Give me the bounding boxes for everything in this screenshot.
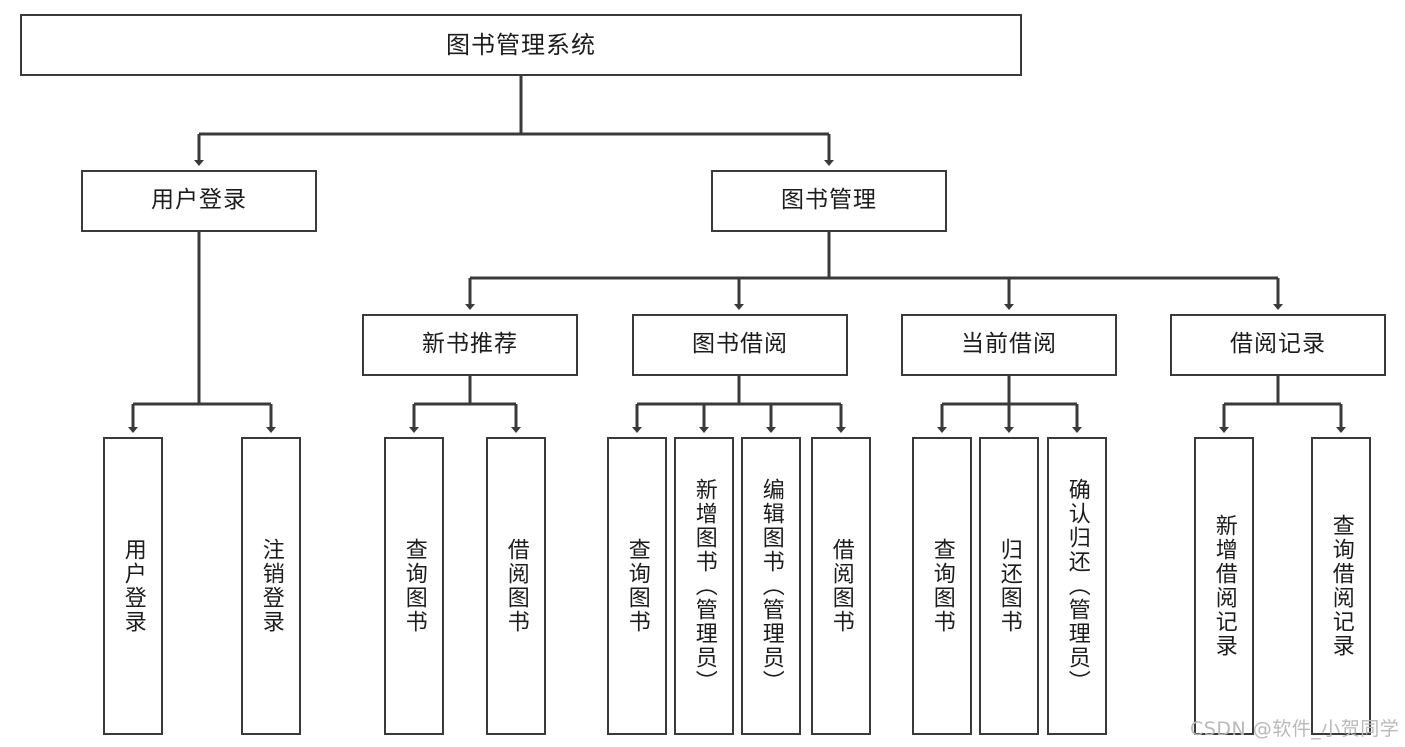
node-label: 用户登录 [151, 187, 247, 214]
node-leaf-return-book[interactable]: 归还图书 [979, 437, 1039, 735]
csdn-watermark: CSDN @软件_小贺同学 [1190, 718, 1400, 740]
node-label: 用户登录 [120, 538, 146, 634]
node-label: 确认归还（管理员） [1064, 478, 1090, 694]
node-label: 借阅图书 [828, 538, 854, 634]
node-label: 查询图书 [929, 538, 955, 634]
node-label: 图书管理系统 [446, 30, 596, 59]
node-book-management[interactable]: 图书管理 [711, 170, 947, 232]
node-leaf-query-book-recommend[interactable]: 查询图书 [384, 437, 444, 735]
node-label: 查询图书 [401, 538, 427, 634]
node-label: 新增图书（管理员） [691, 478, 717, 694]
node-leaf-query-book-current[interactable]: 查询图书 [912, 437, 972, 735]
node-label: 注销登录 [258, 538, 284, 634]
node-label: 查询借阅记录 [1328, 514, 1354, 658]
node-leaf-logout[interactable]: 注销登录 [241, 437, 301, 735]
node-label: 借阅记录 [1230, 331, 1326, 358]
node-leaf-query-borrow-record[interactable]: 查询借阅记录 [1311, 437, 1371, 735]
node-label: 新增借阅记录 [1211, 514, 1237, 658]
node-label: 查询图书 [624, 538, 650, 634]
node-label: 当前借阅 [961, 331, 1057, 358]
node-label: 图书管理 [781, 187, 877, 214]
node-leaf-user-login[interactable]: 用户登录 [103, 437, 163, 735]
node-current-borrow[interactable]: 当前借阅 [901, 314, 1117, 376]
node-label: 借阅图书 [503, 538, 529, 634]
node-label: 新书推荐 [422, 331, 518, 358]
node-borrow-record[interactable]: 借阅记录 [1170, 314, 1386, 376]
node-user-login[interactable]: 用户登录 [81, 170, 317, 232]
node-root-book-management-system[interactable]: 图书管理系统 [20, 14, 1022, 76]
node-leaf-query-book-borrow[interactable]: 查询图书 [607, 437, 667, 735]
node-leaf-confirm-return-admin[interactable]: 确认归还（管理员） [1047, 437, 1107, 735]
node-label: 图书借阅 [692, 331, 788, 358]
node-book-borrow[interactable]: 图书借阅 [632, 314, 848, 376]
node-label: 归还图书 [996, 538, 1022, 634]
node-leaf-add-book-admin[interactable]: 新增图书（管理员） [674, 437, 734, 735]
node-new-book-recommend[interactable]: 新书推荐 [362, 314, 578, 376]
node-label: 编辑图书（管理员） [758, 478, 784, 694]
node-leaf-add-borrow-record[interactable]: 新增借阅记录 [1194, 437, 1254, 735]
node-leaf-borrow-book[interactable]: 借阅图书 [811, 437, 871, 735]
node-leaf-edit-book-admin[interactable]: 编辑图书（管理员） [741, 437, 801, 735]
node-leaf-borrow-book-recommend[interactable]: 借阅图书 [486, 437, 546, 735]
